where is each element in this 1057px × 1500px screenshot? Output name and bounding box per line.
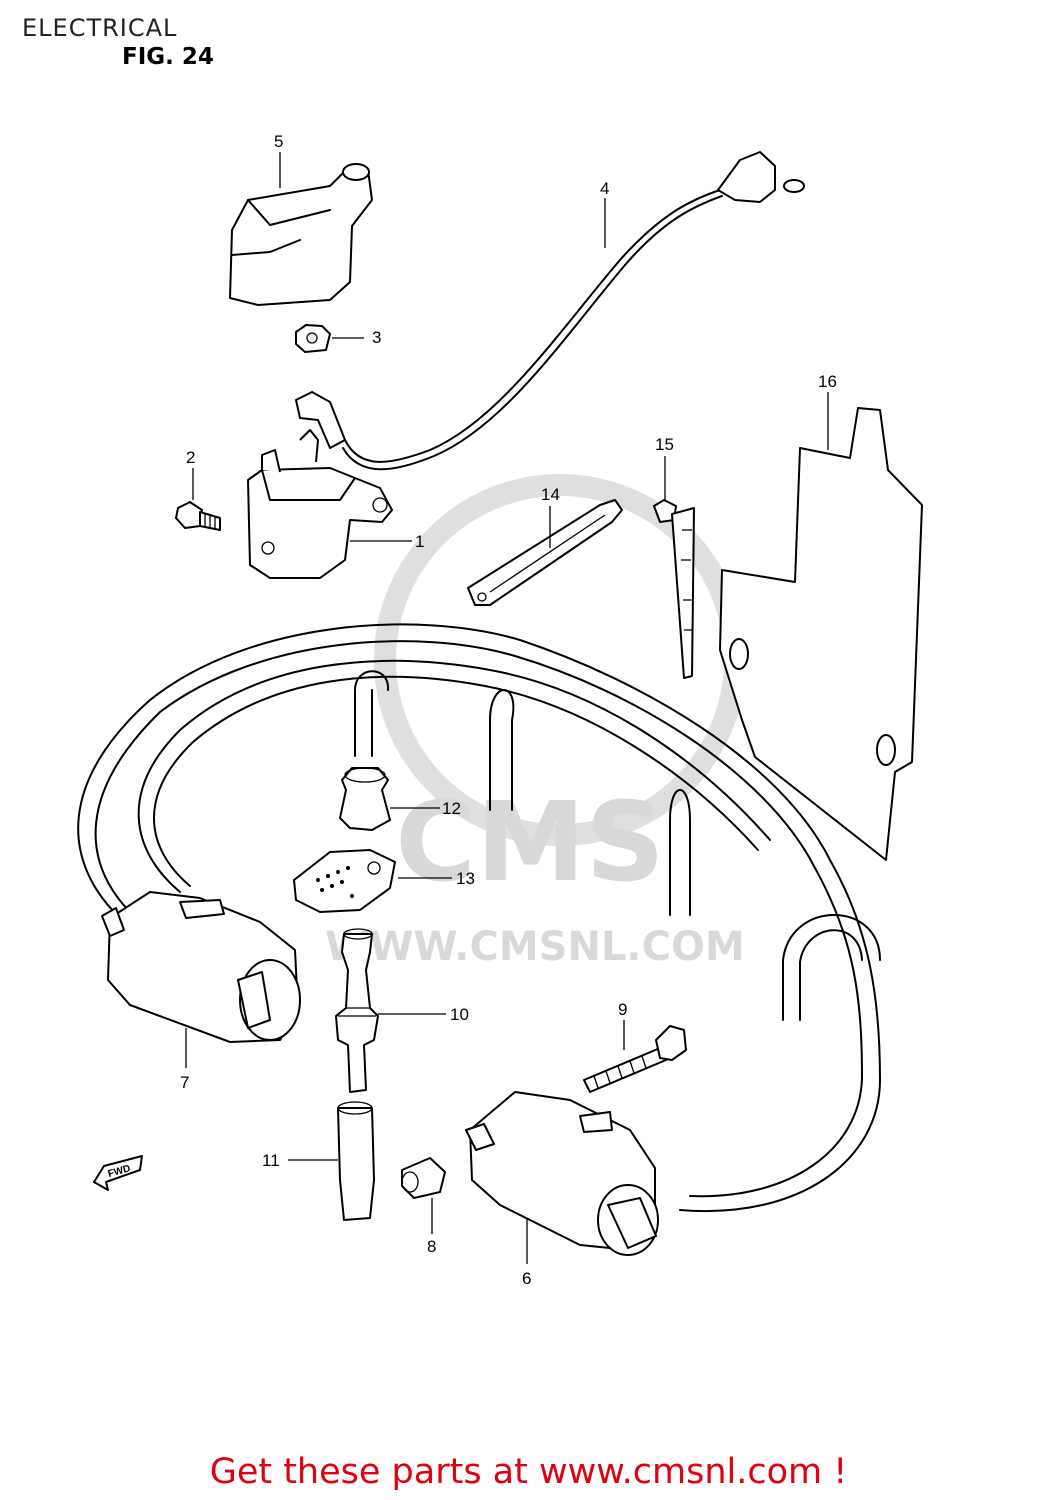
watermark-brand: CMS [395, 778, 664, 906]
part-label-9: 9 [618, 1000, 627, 1019]
part-9-bolt [583, 1025, 687, 1093]
part-label-6: 6 [522, 1269, 531, 1288]
footer-link[interactable]: Get these parts at www.cmsnl.com ! [209, 1452, 848, 1492]
part-label-7: 7 [180, 1073, 189, 1092]
part-label-16: 16 [818, 372, 837, 391]
watermark-url: WWW.CMSNL.COM [325, 924, 745, 970]
part-1-starter-relay [247, 391, 393, 579]
part-label-13: 13 [456, 869, 475, 888]
part-2-bolt [175, 501, 221, 531]
part-12-grommet [339, 767, 391, 831]
part-3-nut [295, 324, 331, 353]
section-header: ELECTRICAL [22, 14, 177, 42]
part-label-15: 15 [655, 435, 674, 454]
part-label-11: 11 [262, 1151, 280, 1170]
part-label-5: 5 [274, 132, 283, 151]
part-8-spacer [401, 1157, 446, 1199]
part-5-terminal-cover [229, 163, 373, 306]
part-label-12: 12 [442, 799, 461, 818]
part-15-cable-tie [653, 499, 695, 679]
part-label-14: 14 [541, 485, 560, 504]
ignition-lead-wires [77, 623, 881, 1213]
part-label-4: 4 [600, 179, 609, 198]
part-10-suppressor-cap [335, 928, 379, 1093]
part-label-8: 8 [427, 1237, 436, 1256]
figure-title: FIG. 24 [122, 44, 214, 70]
part-13-cover-plate [293, 849, 396, 913]
section-title: ELECTRICAL [22, 14, 178, 42]
forward-arrow-icon: FWD [93, 1155, 143, 1191]
part-16-plate [719, 407, 923, 861]
part-14-strap [467, 499, 623, 606]
part-label-3: 3 [372, 328, 381, 347]
part-label-1: 1 [415, 532, 424, 551]
part-label-2: 2 [186, 448, 195, 467]
part-7-ignition-coil [101, 891, 301, 1043]
part-11-plug-cap [337, 1101, 375, 1221]
leader-lines [185, 152, 829, 1264]
part-4-cable [342, 151, 805, 471]
part-6-ignition-coil [465, 1091, 659, 1256]
part-labels: 1 2 3 4 5 6 7 8 9 10 11 12 13 14 15 16 [180, 132, 837, 1288]
part-label-10: 10 [450, 1005, 469, 1024]
